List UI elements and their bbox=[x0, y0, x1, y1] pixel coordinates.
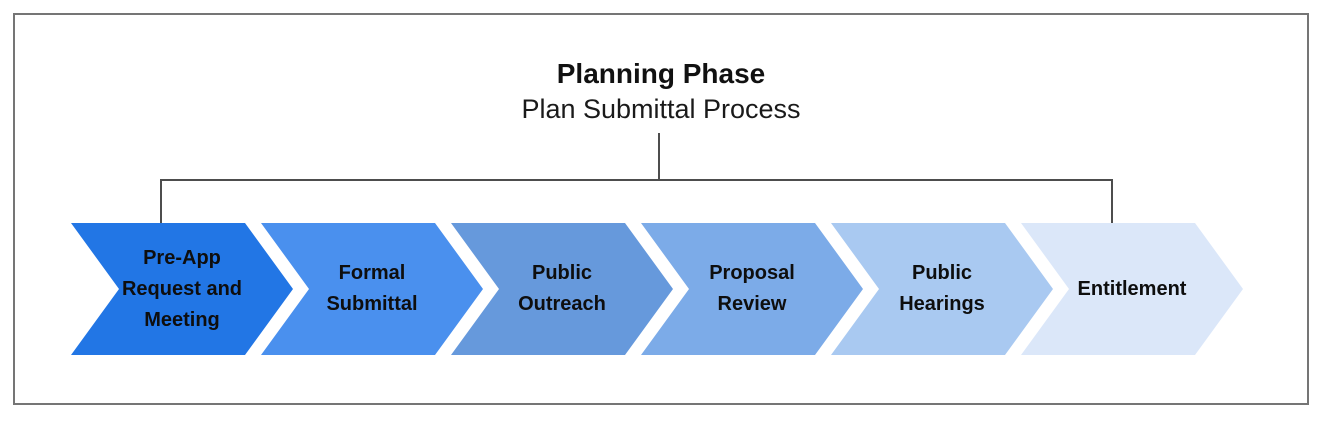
connector-horizontal-bar bbox=[160, 179, 1113, 181]
process-step-public-outreach: Public Outreach bbox=[451, 223, 673, 355]
connector-drop-right bbox=[1111, 179, 1113, 223]
diagram-header: Planning Phase Plan Submittal Process bbox=[15, 57, 1307, 128]
connector-drop-left bbox=[160, 179, 162, 223]
process-step-label: Pre-App Request and Meeting bbox=[121, 246, 243, 331]
process-step-label: Entitlement bbox=[1077, 277, 1187, 300]
diagram-title: Planning Phase bbox=[556, 58, 766, 89]
process-step-entitlement: Entitlement bbox=[1021, 223, 1243, 355]
process-step-public-hearings: Public Hearings bbox=[831, 223, 1053, 355]
process-step-proposal-review: Proposal Review bbox=[641, 223, 863, 355]
process-step-label: Public Hearings bbox=[899, 262, 985, 315]
process-step-label: Formal Submittal bbox=[326, 262, 418, 315]
diagram-frame: Planning Phase Plan Submittal Process Pr… bbox=[13, 13, 1309, 405]
connector-stem bbox=[658, 133, 660, 180]
process-flow: Pre-App Request and Meeting Formal Submi… bbox=[71, 223, 1243, 355]
process-step-label: Proposal Review bbox=[709, 262, 795, 315]
process-step-formal-submittal: Formal Submittal bbox=[261, 223, 483, 355]
process-step-pre-app: Pre-App Request and Meeting bbox=[71, 223, 293, 355]
process-step-label: Public Outreach bbox=[518, 262, 606, 315]
diagram-subtitle: Plan Submittal Process bbox=[521, 94, 801, 124]
